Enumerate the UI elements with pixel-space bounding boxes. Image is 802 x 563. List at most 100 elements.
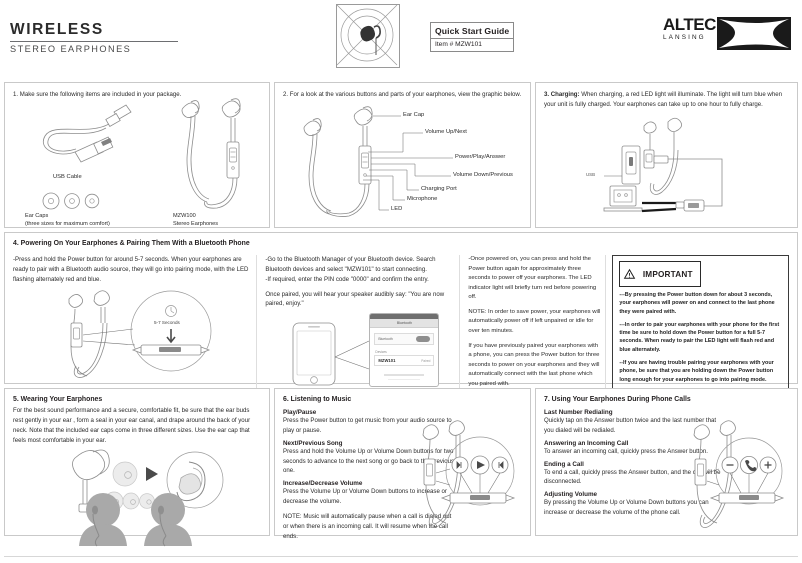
usb-cable-label: USB Cable	[53, 173, 82, 180]
callout-volume-up-next: Volume Up/Next	[425, 128, 467, 135]
ear-caps-label-line1: Ear Caps	[25, 212, 49, 219]
callout-led: LED	[391, 205, 403, 212]
panel4-column-power-on: -Press and hold the Power button for aro…	[13, 255, 256, 391]
panel4-col1-text: -Press and hold the Power button for aro…	[13, 256, 249, 283]
phone-device-name[interactable]: MZW101	[378, 358, 396, 364]
important-note-2: ---In order to pair your earphones with …	[619, 321, 780, 353]
panel6-text-next-prev: Press and hold the Volume Up or Volume D…	[283, 447, 455, 475]
panel6-text-column: Play/Pause Press the Power button to get…	[283, 409, 455, 542]
earphones-illustration	[161, 98, 265, 215]
panel4-col2-p3: Once paired, you will hear your speaker …	[265, 290, 445, 308]
panel-listening-to-music: 6. Listening to Music Play/Pause Press t…	[274, 388, 531, 540]
panel4-column-important: IMPORTANT ---By pressing the Power butto…	[605, 255, 789, 391]
guide-item-number: Item # MZW101	[430, 38, 514, 52]
panel-wearing: 5. Wearing Your Earphones For the best s…	[4, 388, 270, 547]
earphones-label-line1: MZW100	[173, 212, 196, 219]
panel7-heading-adjust-volume: Adjusting Volume	[544, 491, 598, 499]
panel6-note: NOTE: Music will automatically pause whe…	[283, 513, 452, 540]
panel-charging: 3. Charging: When charging, a red LED li…	[535, 82, 798, 228]
panel6-heading-play-pause: Play/Pause	[283, 409, 317, 416]
panel6-heading-next-prev: Next/Previous Song	[283, 439, 343, 447]
callout-microphone: Microphone	[407, 195, 438, 202]
panel5-title: 5. Wearing Your Earphones	[13, 396, 103, 403]
guide-title-box: Quick Start Guide Item # MZW101	[430, 22, 514, 52]
panel4-col3-p2: NOTE: In order to save power, your earph…	[468, 308, 601, 334]
ear-caps-label-line2: (three sizes for maximum comfort)	[25, 220, 110, 227]
altec-lansing-logo: ALTEC LANSING	[663, 15, 791, 53]
phone-devices-section-label: Devices	[375, 350, 387, 355]
panel-package-contents: 1. Make sure the following items are inc…	[4, 82, 270, 228]
panel7-text-column: Last Number Redialing Quickly tap on the…	[544, 409, 722, 518]
page-header: WIRELESS STEREO EARPHONES Quick Start Gu…	[0, 0, 802, 74]
panel4-col2-p1: -Go to the Bluetooth Manager of your Blu…	[265, 256, 436, 273]
usb-cable-illustration	[35, 104, 145, 181]
brand-subtitle: STEREO EARPHONES	[10, 44, 132, 54]
callout-seconds-label: 5-7 Seconds	[154, 319, 180, 325]
phone-bluetooth-row-label: Bluetooth	[378, 337, 393, 342]
panel4-col3-p1: -Once powered on, you can press and hold…	[468, 256, 597, 301]
panel4-column-bluetooth: -Go to the Bluetooth Manager of your Blu…	[256, 255, 459, 391]
phone-screen-title: Bluetooth	[370, 319, 439, 329]
panel3-artwork: USB	[544, 110, 789, 214]
important-note-1: ---By pressing the Power button down for…	[619, 292, 775, 315]
ear-caps-illustration	[41, 192, 103, 215]
panel7-heading-end-call: Ending a Call	[544, 460, 584, 468]
panel4-col3-p3: If you have previously paired your earph…	[468, 342, 600, 387]
brand-divider	[10, 40, 178, 42]
callout-volume-down-previous: Volume Down/Previous	[453, 171, 513, 178]
panel5-artwork	[13, 448, 261, 547]
callout-charging-port: Charging Port	[421, 185, 457, 192]
charging-usb-caption: USB	[586, 171, 596, 177]
panel4-col1-artwork: 5-7 Seconds	[13, 289, 250, 379]
callout-power-play-answer: Power/Play/Answer	[455, 153, 506, 160]
phone-screen-mockup: Bluetooth Bluetooth Devices MZW101 Paire…	[369, 313, 440, 388]
panel6-artwork	[414, 420, 520, 546]
panel4-title: 4. Powering On Your Earphones & Pairing …	[13, 240, 250, 247]
panel4-col2-p2: -If required, enter the PIN code "0000" …	[265, 275, 429, 283]
panel2-artwork: Ear Cap Volume Up/Next Power/Play/Answer…	[283, 100, 522, 225]
brand-title: WIRELESS	[10, 21, 104, 38]
panel2-title: 2. For a look at the various buttons and…	[283, 91, 522, 98]
panel6-title: 6. Listening to Music	[283, 396, 352, 403]
panel7-text-end-call: To end a call, quickly press the Answer …	[544, 468, 721, 486]
brand-block: WIRELESS STEREO EARPHONES	[10, 22, 178, 54]
logo-star-mark	[717, 17, 791, 50]
phone-device-status: Paired	[421, 358, 431, 363]
product-thumbnail	[336, 4, 400, 68]
panel-phone-calls: 7. Using Your Earphones During Phone Cal…	[535, 388, 798, 536]
panel-pairing: 4. Powering On Your Earphones & Pairing …	[4, 232, 798, 391]
important-note-3: --If you are having trouble pairing your…	[619, 359, 774, 383]
panel1-artwork: USB Cable Ear Caps (three sizes for maxi…	[13, 98, 261, 227]
panel4-column-power-off: -Once powered on, you can press and hold…	[459, 255, 605, 391]
panel7-heading-answer: Answering an Incoming Call	[544, 439, 629, 447]
logo-wordmark: ALTEC	[663, 15, 716, 34]
important-box: IMPORTANT ---By pressing the Power butto…	[612, 255, 789, 391]
earphones-label: MZW100 Stereo Earphones	[173, 212, 218, 228]
panel3-title-rest: When charging, a red LED light will illu…	[544, 91, 782, 108]
phone-bluetooth-toggle[interactable]	[416, 336, 431, 343]
panel6-text-volume: Press the Volume Up or Volume Down butto…	[283, 488, 447, 506]
panel7-text-redial: Quickly tap on the Answer button twice a…	[544, 417, 717, 434]
panel4-col2-artwork: Bluetooth Bluetooth Devices MZW101 Paire…	[265, 313, 453, 388]
callout-ear-cap: Ear Cap	[403, 111, 425, 118]
logo-subword: LANSING	[663, 34, 706, 41]
panel3-title: 3. Charging: When charging, a red LED li…	[544, 90, 789, 110]
panel4-columns: -Press and hold the Power button for aro…	[13, 255, 789, 391]
panel1-title: 1. Make sure the following items are inc…	[13, 91, 182, 98]
panel7-text-adjust-volume: By pressing the Volume Up or Volume Down…	[544, 499, 709, 517]
panel-parts-diagram: 2. For a look at the various buttons and…	[274, 82, 531, 228]
panel7-heading-redial: Last Number Redialing	[544, 409, 613, 416]
panel6-text-play-pause: Press the Power button to get music from…	[283, 417, 452, 434]
panel7-artwork	[687, 420, 787, 546]
panel7-text-answer: To answer an incoming call, quickly pres…	[544, 447, 708, 455]
panel6-heading-volume: Increase/Decrease Volume	[283, 480, 363, 488]
important-label: IMPORTANT	[642, 270, 693, 279]
panel3-title-bold: 3. Charging:	[544, 91, 580, 98]
footer-divider	[4, 556, 798, 557]
guide-title: Quick Start Guide	[430, 22, 514, 38]
panel5-text: For the best sound performance and a sec…	[13, 407, 251, 444]
ear-caps-label: Ear Caps (three sizes for maximum comfor…	[25, 212, 110, 228]
panel7-title: 7. Using Your Earphones During Phone Cal…	[544, 396, 691, 403]
important-header: IMPORTANT	[619, 261, 701, 287]
